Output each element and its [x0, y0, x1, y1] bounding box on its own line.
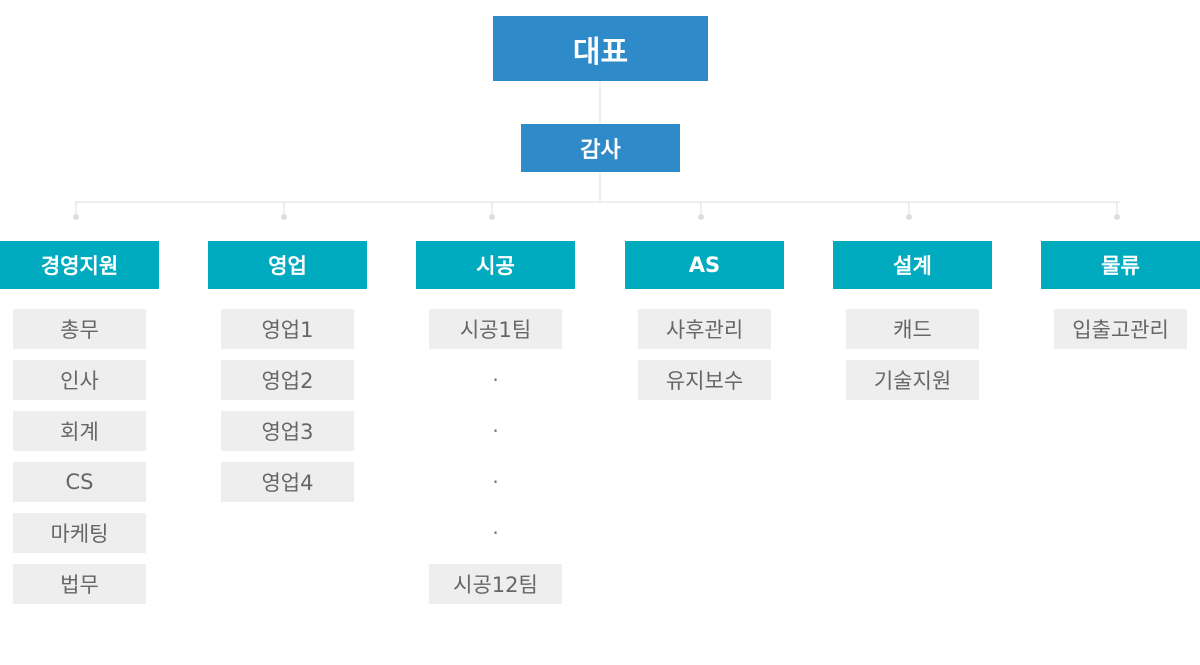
- ceo-box: 대표: [493, 16, 708, 81]
- ceo-label: 대표: [572, 34, 629, 70]
- department-label: 물류: [1101, 254, 1140, 278]
- audit-box: 감사: [521, 124, 680, 172]
- ellipsis-dot: ·: [492, 470, 499, 494]
- department-box: 영업: [208, 241, 367, 289]
- department-item: 영업2: [221, 360, 354, 400]
- department-item: 인사: [13, 360, 146, 400]
- department-box: 설계: [833, 241, 992, 289]
- department-item: 시공12팀: [429, 564, 562, 604]
- ellipsis-dot: ·: [492, 521, 499, 545]
- department-box: AS: [625, 241, 784, 289]
- ellipsis-dot: ·: [492, 368, 499, 392]
- department-label: 영업: [268, 254, 307, 278]
- department-item: 영업4: [221, 462, 354, 502]
- connector-node-dot: [698, 214, 704, 220]
- department-item-list: 영업1 영업2 영업3 영업4: [221, 309, 354, 513]
- department-item-list: 시공1팀 · · · · 시공12팀: [429, 309, 562, 615]
- department-item: 입출고관리: [1054, 309, 1187, 349]
- department-item: 시공1팀: [429, 309, 562, 349]
- department-item: 영업1: [221, 309, 354, 349]
- department-item: 회계: [13, 411, 146, 451]
- department-label: 시공: [476, 254, 515, 278]
- connector-node-dot: [906, 214, 912, 220]
- department-item: 영업3: [221, 411, 354, 451]
- audit-label: 감사: [580, 138, 621, 163]
- department-item-list: 입출고관리: [1054, 309, 1187, 360]
- department-label: 설계: [893, 254, 932, 278]
- department-item: CS: [13, 462, 146, 502]
- ellipsis-dot: ·: [492, 419, 499, 443]
- department-item: 캐드: [846, 309, 979, 349]
- connector-node-dot: [73, 214, 79, 220]
- department-item: 법무: [13, 564, 146, 604]
- department-item: 기술지원: [846, 360, 979, 400]
- connector-node-dot: [1114, 214, 1120, 220]
- department-label: AS: [688, 253, 721, 277]
- department-box: 시공: [416, 241, 575, 289]
- department-box: 물류: [1041, 241, 1200, 289]
- department-item: 사후관리: [638, 309, 771, 349]
- connector-node-dot: [281, 214, 287, 220]
- connector-node-dot: [489, 214, 495, 220]
- department-item: 유지보수: [638, 360, 771, 400]
- department-label: 경영지원: [40, 254, 119, 278]
- department-item: 마케팅: [13, 513, 146, 553]
- department-item: 총무: [13, 309, 146, 349]
- department-box: 경영지원: [0, 241, 159, 289]
- department-drop-connectors: [73, 202, 1120, 220]
